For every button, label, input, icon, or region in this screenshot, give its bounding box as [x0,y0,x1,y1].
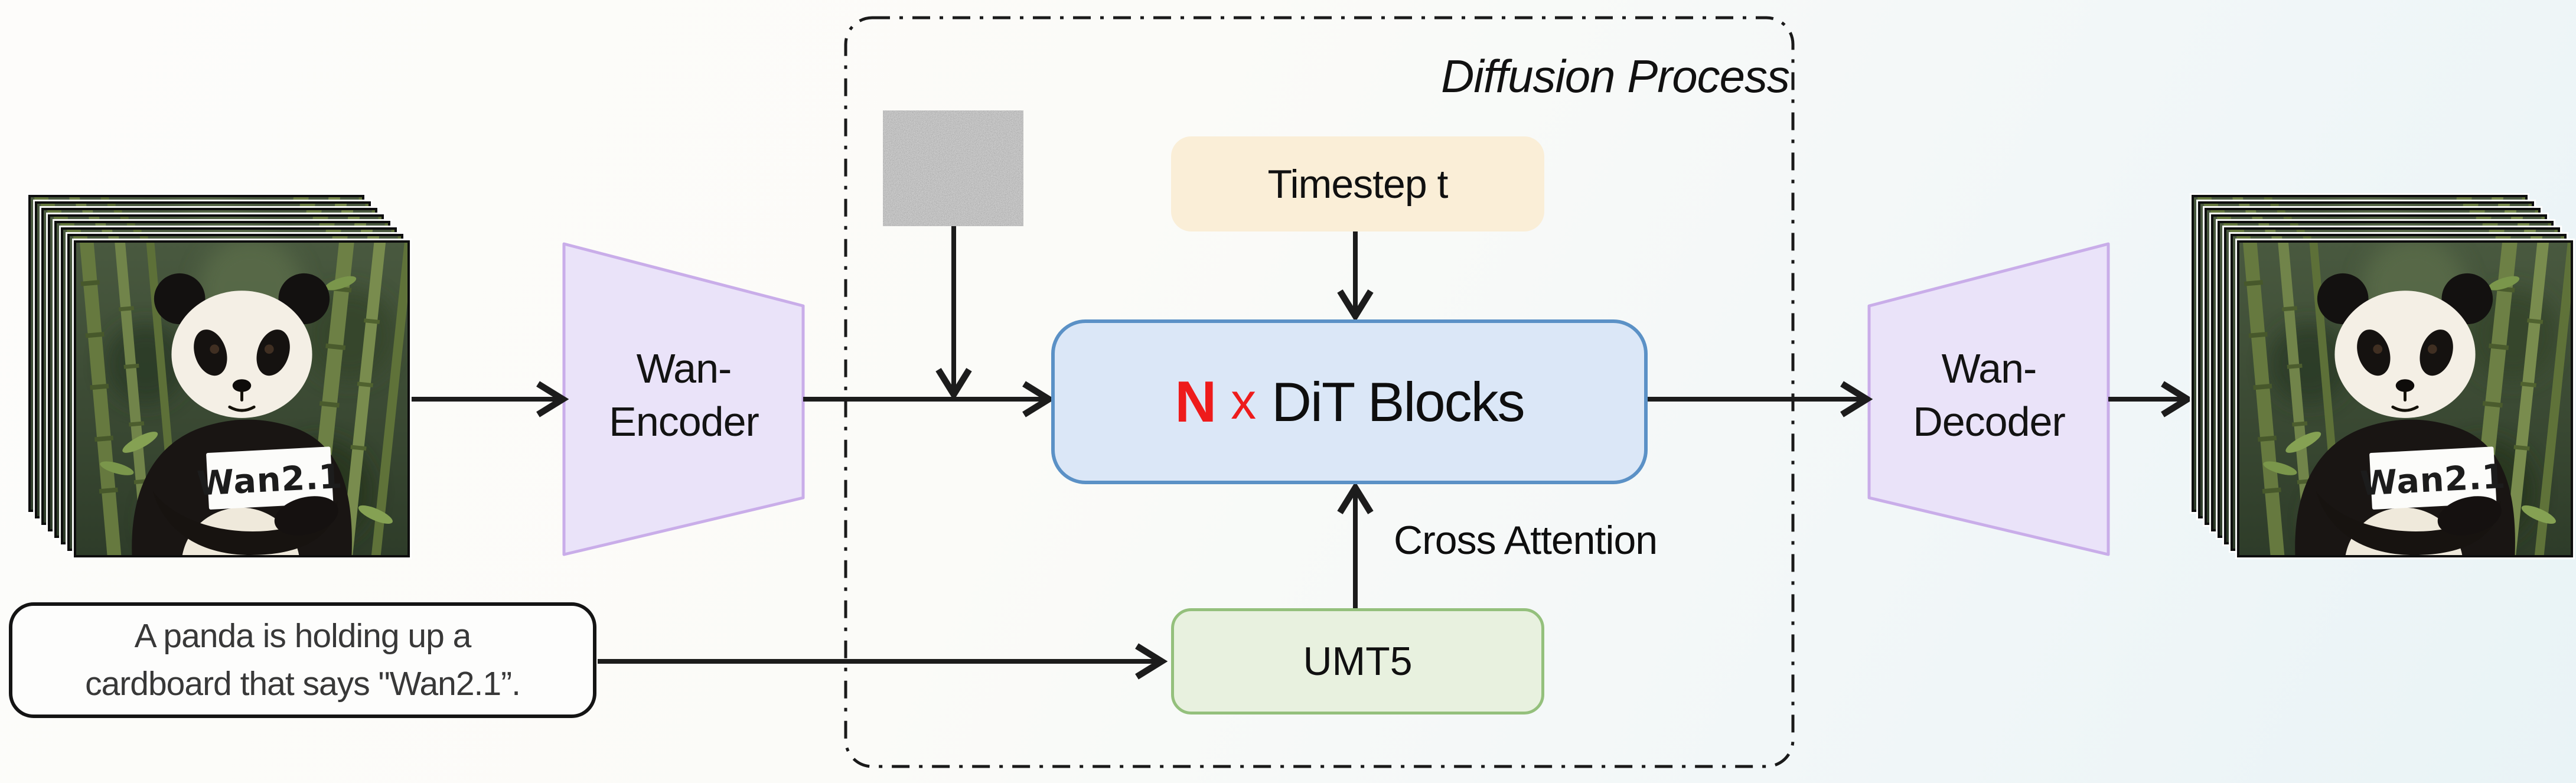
wan-decoder-label-line2: Decoder [1913,398,2066,445]
dit-times-symbol: x [1231,373,1257,430]
timestep-box: Timestep t [1171,136,1544,231]
prompt-bubble: A panda is holding up a cardboard that s… [9,602,596,718]
noise-image [883,110,1023,226]
umt5-label: UMT5 [1303,639,1413,684]
video-frame [74,240,410,557]
timestep-label: Timestep t [1267,161,1449,207]
prompt-line2: cardboard that says "Wan2.1”. [85,665,521,703]
wan-encoder-label-line2: Encoder [609,398,759,445]
output-video-frame-stack [2192,195,2576,560]
wan-decoder-shape [1867,242,2110,556]
wan-decoder-label-line1: Wan- [1941,345,2037,392]
diffusion-process-title: Diffusion Process [1441,50,1790,102]
wan-encoder-shape [562,242,805,556]
video-frame [2237,240,2573,557]
wan-encoder-label-line1: Wan- [636,345,732,392]
panda-photo [2239,243,2571,555]
input-video-frame-stack [28,195,413,560]
cross-attention-label: Cross Attention [1394,518,1658,563]
dit-n-count: N [1175,369,1217,434]
dit-blocks-box: N x DiT Blocks [1051,319,1648,484]
prompt-line1: A panda is holding up a [134,617,472,655]
wan-encoder-label: Wan- Encoder [578,342,790,448]
wan-decoder-label: Wan- Decoder [1883,342,2095,448]
diffusion-process-boundary [844,16,1795,768]
panda-photo [76,243,407,555]
dit-blocks-label: DiT Blocks [1271,370,1525,433]
umt5-text-encoder-box: UMT5 [1171,608,1544,715]
